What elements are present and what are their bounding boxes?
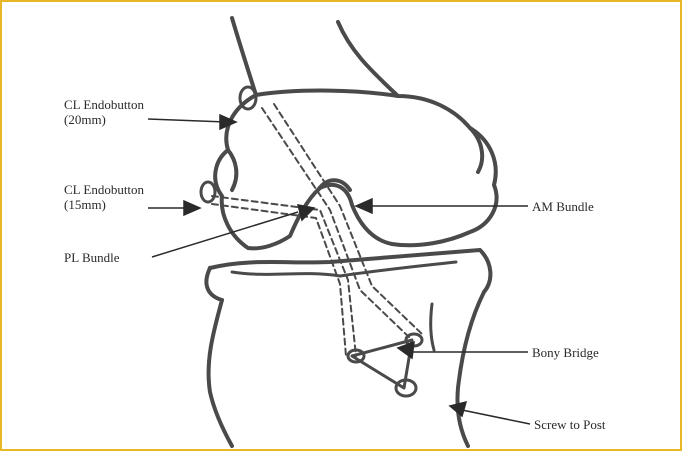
leader-screw <box>462 410 530 424</box>
am-bundle-tunnel <box>262 108 412 340</box>
label-am-bundle: AM Bundle <box>532 199 594 214</box>
endobutton-15 <box>201 182 215 202</box>
fibula-line <box>431 304 434 350</box>
label-cl-endobutton-15-line1: CL Endobutton <box>64 182 144 197</box>
arrow-endobutton-15 <box>184 201 200 215</box>
label-cl-endobutton-20-line2: (20mm) <box>64 112 144 127</box>
tibia-left-top <box>206 268 222 300</box>
tibia-right-edge <box>457 292 484 446</box>
femur-shaft-left <box>232 18 256 95</box>
label-cl-endobutton-20-line1: CL Endobutton <box>64 97 144 112</box>
label-cl-endobutton-15-line2: (15mm) <box>64 197 144 212</box>
label-cl-endobutton-20: CL Endobutton (20mm) <box>64 97 144 127</box>
tibia-left-edge <box>209 300 232 446</box>
label-screw-to-post: Screw to Post <box>534 417 606 432</box>
label-bony-bridge: Bony Bridge <box>532 345 599 360</box>
label-pl-bundle: PL Bundle <box>64 250 120 265</box>
leader-endobutton-20 <box>148 119 226 122</box>
lateral-condyle-bump <box>228 150 236 190</box>
pl-bundle-tunnel-2 <box>212 204 346 356</box>
femur-shaft-right <box>338 22 398 96</box>
tibial-plateau <box>210 250 490 292</box>
arrow-am-bundle <box>356 199 372 213</box>
label-cl-endobutton-15: CL Endobutton (15mm) <box>64 182 144 212</box>
